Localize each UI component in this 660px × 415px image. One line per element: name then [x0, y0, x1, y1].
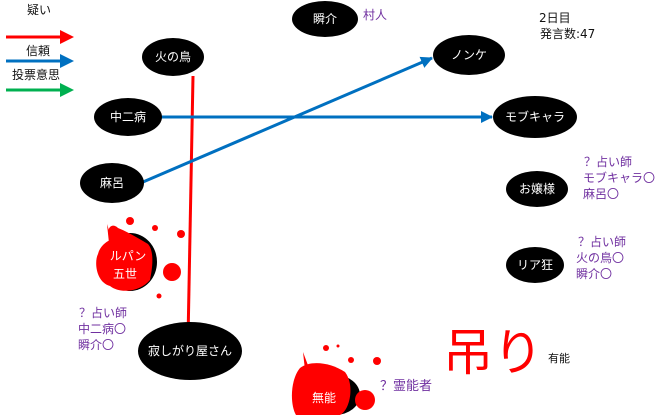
legend-suspicion-label: 疑い: [27, 2, 51, 17]
node-label: 中二病: [110, 109, 146, 124]
claim-munou: ？霊能者: [380, 379, 432, 394]
node-munou-dead[interactable]: 無能: [291, 344, 381, 415]
arrowhead-icon: [60, 83, 74, 97]
arrowhead-icon: [60, 30, 74, 44]
legend-vote-label: 投票意思: [12, 67, 60, 82]
node-ojousama[interactable]: お嬢様: [506, 171, 568, 207]
post-count: 発言数:47: [540, 26, 595, 41]
node-label: 五世: [113, 267, 137, 281]
claim-line: ？占い師: [578, 234, 626, 249]
node-label: ルパン: [110, 249, 147, 263]
claim-line: 火の鳥〇: [576, 250, 624, 265]
node-label: お嬢様: [519, 182, 555, 196]
day-label: 2日目: [539, 11, 571, 25]
node-nonke[interactable]: ノンケ: [433, 35, 505, 75]
claim-line: 瞬介〇: [78, 338, 114, 352]
claim-line: 中二病〇: [78, 321, 126, 336]
node-maro[interactable]: 麻呂: [80, 163, 144, 203]
node-shunsuke[interactable]: 瞬介: [292, 1, 358, 37]
role-label-shunsuke: 村人: [363, 8, 387, 22]
node-label: リア狂: [517, 258, 553, 272]
node-chuunibyou[interactable]: 中二病: [94, 98, 162, 136]
claim-ojousama: ？占い師 モブキャラ〇 麻呂〇: [583, 154, 655, 201]
claim-riakyou: ？占い師 火の鳥〇 瞬介〇: [576, 234, 626, 281]
execution-label: 吊り: [443, 324, 543, 382]
suspicion-arrow-hinotori-to-sabishigari: [182, 75, 195, 341]
node-hinotori[interactable]: 火の鳥: [142, 38, 204, 76]
node-mobukyara[interactable]: モブキャラ: [493, 96, 577, 138]
claim-line: ？占い師: [79, 305, 127, 320]
node-riakyou[interactable]: リア狂: [506, 247, 564, 283]
claim-line: モブキャラ〇: [583, 170, 655, 185]
node-sabishigari[interactable]: 寂しがり屋さん: [138, 322, 242, 380]
claim-line: 瞬介〇: [576, 267, 612, 281]
node-label: 無能: [312, 390, 336, 405]
blood-splatter-icon: [96, 217, 185, 299]
legend-trust-label: 信頼: [26, 44, 50, 58]
execution-target: 有能: [548, 351, 570, 365]
node-label: 麻呂: [100, 175, 124, 190]
legend: 疑い 信頼 投票意思: [6, 2, 74, 97]
node-label: ノンケ: [451, 48, 487, 62]
node-label: 火の鳥: [155, 49, 191, 64]
claim-line: ？占い師: [584, 154, 632, 169]
arrowhead-icon: [60, 54, 74, 68]
claim-sabishigari: ？占い師 中二病〇 瞬介〇: [78, 305, 127, 352]
trust-arrow-maro-to-nonke: [142, 56, 433, 184]
node-lupin-dead[interactable]: ルパン 五世: [96, 217, 185, 299]
node-label: 寂しがり屋さん: [148, 343, 232, 358]
node-label: モブキャラ: [505, 109, 565, 124]
claim-line: 麻呂〇: [583, 186, 619, 201]
node-label: 瞬介: [313, 12, 337, 26]
blood-splatter-icon: [291, 344, 381, 415]
